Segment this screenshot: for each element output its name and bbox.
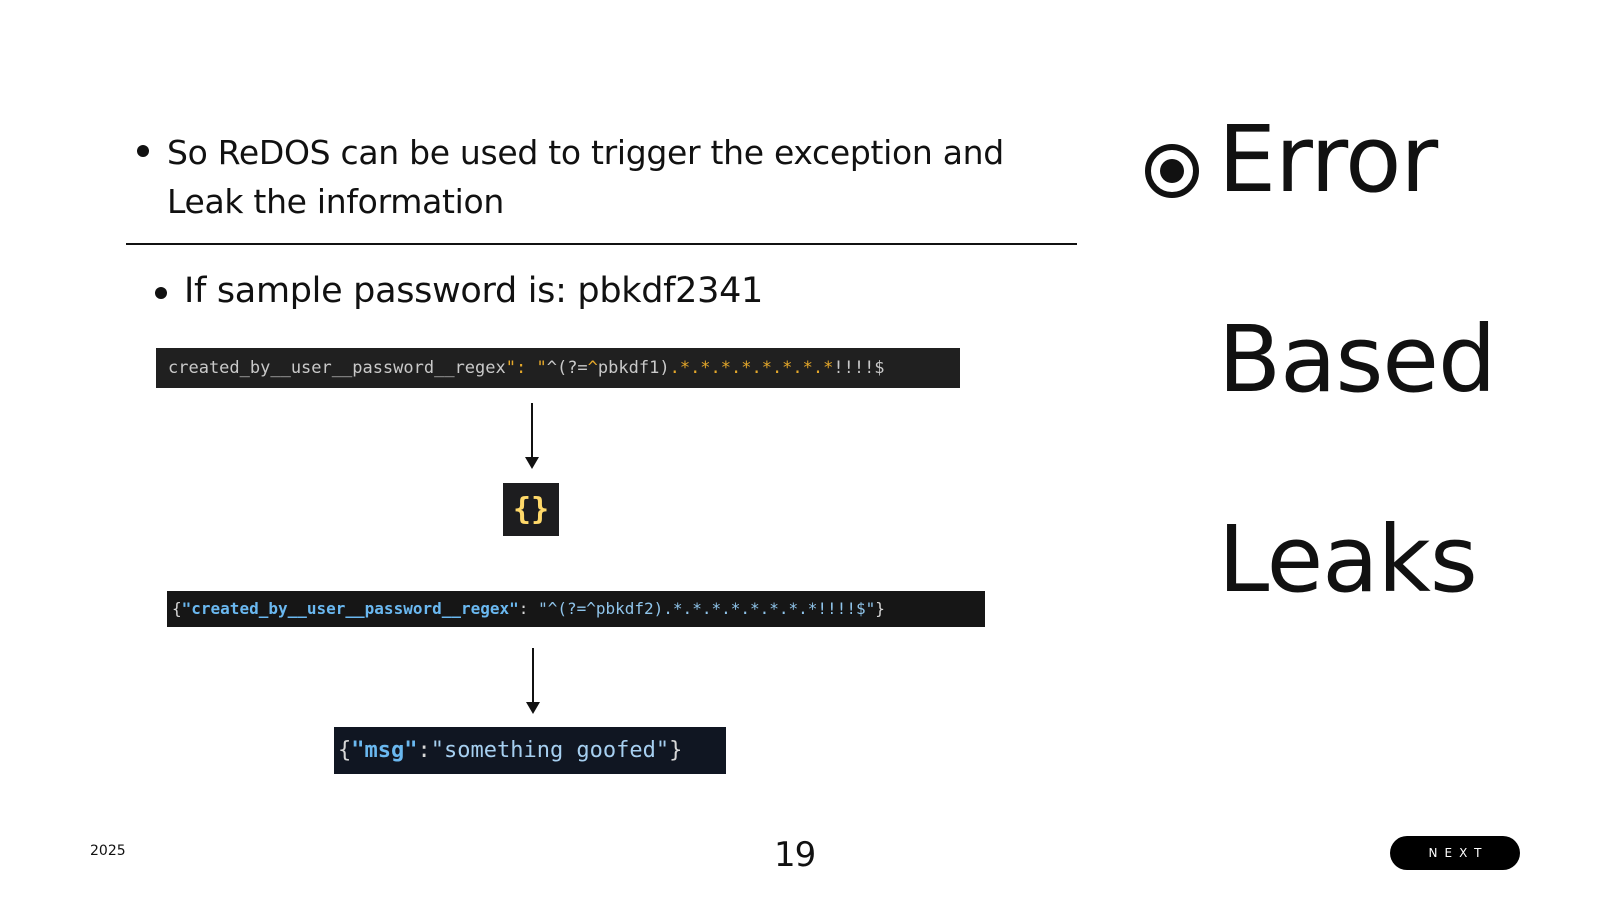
code-response-empty-json: {} <box>503 483 559 536</box>
code-value: "^(?=^pbkdf2).*.*.*.*.*.*.*.*!!!!$" <box>538 599 876 618</box>
bullet-text: If sample password is: pbkdf2341 <box>184 271 764 311</box>
code-key: created_by__user__password__regex <box>168 358 506 378</box>
code-prefix: pbkdf1 <box>597 358 660 378</box>
arrow-down-icon <box>522 403 542 469</box>
bullet-point-sample-password: If sample password is: pbkdf2341 <box>155 270 955 312</box>
code-dots: .*.*.*.*.*.*.*.* <box>669 358 834 378</box>
code-colon: : <box>518 599 539 618</box>
code-key: "created_by__user__password__regex" <box>181 599 519 618</box>
code-tail: !!!!$ <box>833 358 885 378</box>
code-caret: ^ <box>587 358 598 378</box>
arrow-down-icon <box>523 648 543 714</box>
bullet-text: So ReDOS can be used to trigger the exce… <box>167 133 1004 221</box>
code-colon: : <box>417 738 431 763</box>
code-request-pbkdf2: {"created_by__user__password__regex": "^… <box>167 591 985 627</box>
bullet-point-redos: So ReDOS can be used to trigger the exce… <box>137 128 1037 226</box>
footer-year: 2025 <box>90 843 126 859</box>
page-number: 19 <box>774 835 816 875</box>
code-open-brace: { <box>338 738 352 763</box>
heading-word-leaks: Leaks <box>1218 506 1478 613</box>
next-button[interactable]: NEXT <box>1390 836 1520 870</box>
code-lookahead: ^(?= <box>546 358 588 378</box>
code-close-brace: } <box>669 738 683 763</box>
code-request-pbkdf1: created_by__user__password__regex": "^(?… <box>156 348 960 388</box>
code-quote-colon: ": " <box>505 358 547 378</box>
heading-word-error: Error <box>1218 106 1438 213</box>
code-key: "msg" <box>351 738 418 763</box>
bullet-dot <box>137 145 149 157</box>
divider-line <box>126 243 1077 245</box>
code-response-error-msg: {"msg":"something goofed"} <box>334 727 726 774</box>
radio-selected-icon <box>1145 144 1199 198</box>
heading-word-based: Based <box>1218 306 1496 413</box>
code-close-paren: ) <box>659 358 670 378</box>
code-open-brace: { <box>172 599 182 618</box>
code-close-brace: } <box>875 599 885 618</box>
bullet-dot <box>155 287 167 299</box>
code-value: "something goofed" <box>430 738 670 763</box>
